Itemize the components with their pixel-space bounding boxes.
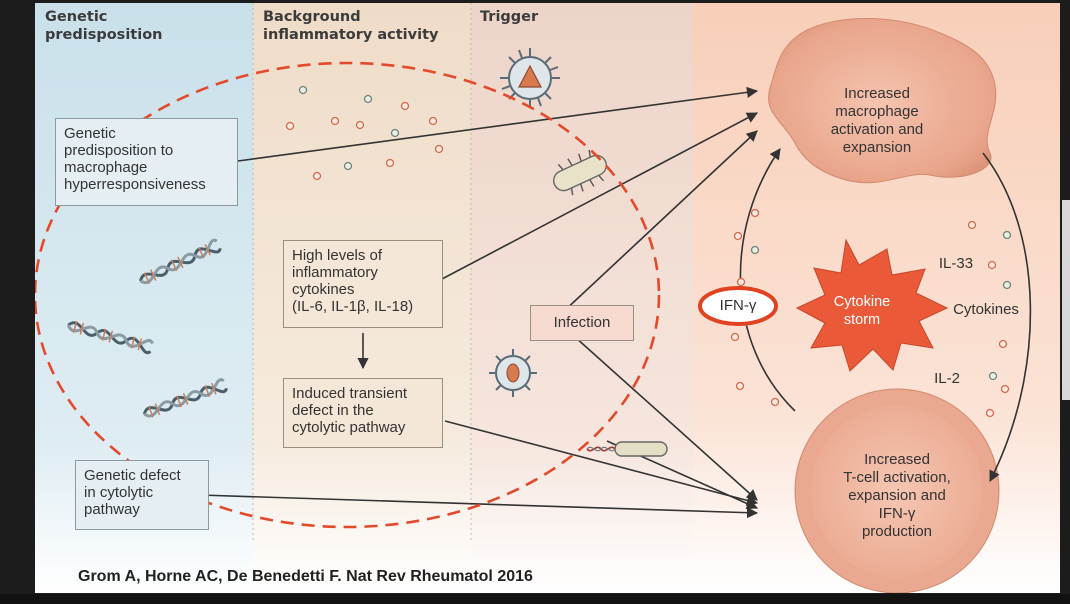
inflammatory-cytokines-box: High levels of inflammatory cytokines (I… [283,240,443,328]
dna-helix-icon [142,378,228,418]
window-bottom-bar [0,594,1070,604]
dna-helix-icon [66,320,154,355]
infection-box: Infection [530,305,634,341]
cytokines-label: Cytokines [953,301,1019,318]
cytokine-storm-label: Cytokine storm [833,294,891,328]
citation: Grom A, Horne AC, De Benedetti F. Nat Re… [78,568,533,585]
window-edge [1062,200,1070,400]
tcell-label: Increased T-cell activation, expansion a… [843,451,951,540]
macrophage-cell [768,18,997,184]
column-header-trigger: Trigger [480,9,539,25]
background-cytokine-dots [285,85,444,181]
genetic-predisposition-box: Genetic predisposition to macrophage hyp… [55,118,238,206]
virus-icon [500,48,560,108]
bacillus-icon [586,441,668,457]
t-cell [794,388,1000,593]
macrophage-label: Increased macrophage activation and expa… [830,85,924,156]
ifn-gamma-highlight [698,286,778,326]
cytokine-storm-icon [795,238,949,372]
ifn-gamma-label: IFN-γ [719,297,757,314]
highlight-ellipse [35,61,661,529]
column-header-genetic: Genetic predisposition [45,9,163,43]
virus-icon-lower [489,349,537,397]
slide: Genetic predisposition Background inflam… [35,3,1060,593]
induced-defect-box: Induced transient defect in the cytolyti… [283,378,443,448]
il33-label: IL-33 [938,255,974,272]
genetic-defect-box: Genetic defect in cytolytic pathway [75,460,209,530]
bacterium-icon [552,149,608,196]
column-header-background: Background inflammatory activity [263,9,439,43]
dna-helix-icon [139,238,222,285]
il2-label: IL-2 [934,370,960,387]
right-cytokine-dots [730,208,1012,418]
